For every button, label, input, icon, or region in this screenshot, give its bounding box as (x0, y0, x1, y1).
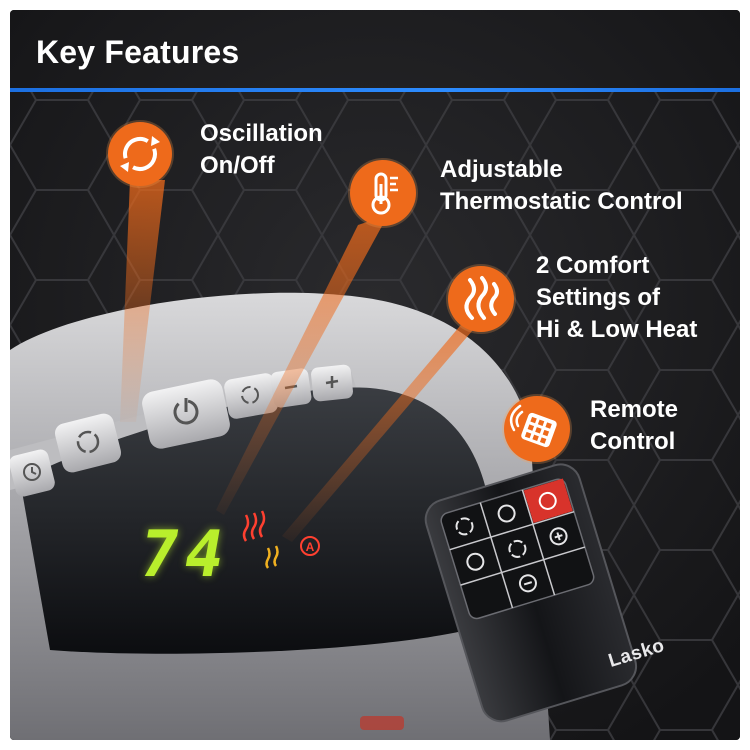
svg-text:A: A (306, 540, 315, 554)
thermometer-icon (350, 160, 416, 226)
feature-remote-label: Remote Control (590, 396, 679, 455)
product-image: A 74 Lasko (10, 10, 740, 740)
flame-icon (448, 266, 514, 332)
page-title: Key Features (36, 34, 240, 70)
feature-heat-settings-label: 2 Comfort Settings of Hi & Low Heat (536, 252, 698, 343)
oscillation-icon (108, 122, 172, 186)
header-divider (10, 88, 740, 92)
feature-oscillation-label: Oscillation On/Off (200, 120, 323, 179)
heater-scene: A (10, 10, 740, 740)
display-temperature: 74 (133, 518, 236, 592)
remote-control-icon (504, 396, 570, 462)
feature-thermostat-label: Adjustable Thermostatic Control (440, 156, 683, 215)
